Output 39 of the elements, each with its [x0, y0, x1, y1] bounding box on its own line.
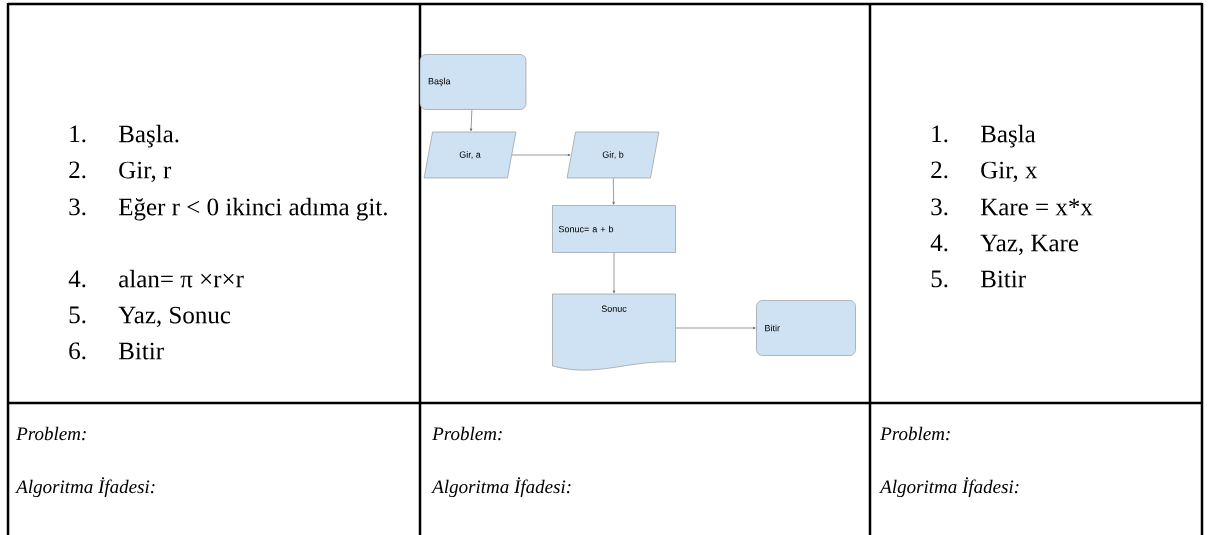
list-number: 1. — [70, 125, 86, 143]
list-number: 3. — [931, 198, 948, 216]
cell-label: Problem: — [16, 426, 86, 441]
list-item: Bitir — [118, 342, 164, 360]
list-number: 6. — [69, 342, 86, 360]
list-number: 2. — [931, 161, 948, 179]
input-parallelogram: Gir, a — [423, 131, 517, 179]
output-document: Sonuc — [552, 293, 676, 371]
cell-label: Algoritma İfadesi: — [431, 477, 571, 498]
cell-label: Problem: — [432, 426, 502, 441]
list-number: 5. — [69, 306, 86, 324]
cell-label: Problem: — [880, 426, 950, 441]
cell-label: Algoritma İfadesi: — [15, 477, 155, 498]
list-number: 2. — [69, 161, 86, 179]
list-item: Eğer r < 0 ikinci adıma git. — [118, 197, 387, 221]
list-number: 4. — [930, 234, 948, 252]
list-number: 1. — [932, 125, 948, 143]
list-item: Kare = x*x — [980, 198, 1093, 216]
arrow — [612, 252, 616, 294]
list-item: Başla — [980, 124, 1036, 148]
list-number: 3. — [69, 198, 86, 216]
list-item: Bitir — [980, 270, 1026, 288]
list-item: Gir, x — [981, 161, 1038, 183]
arrow — [469, 109, 473, 132]
cell-label: Algoritma İfadesi: — [879, 477, 1019, 498]
process-box: Sonuc= a + b — [552, 205, 676, 253]
list-item: Yaz, Sonuc — [118, 306, 231, 328]
terminal-box: Bitir — [756, 300, 856, 356]
list-item: Başla. — [118, 124, 179, 148]
list-item: Yaz, Kare — [980, 234, 1079, 256]
terminal-box: Başla — [419, 54, 527, 110]
list-item: Gir, r — [119, 161, 172, 183]
arrow — [675, 326, 756, 330]
input-parallelogram: Gir, b — [566, 131, 660, 179]
list-item: alan= π ×r×r — [119, 269, 244, 288]
arrow — [612, 178, 615, 205]
list-number: 4. — [68, 270, 86, 288]
arrow — [511, 153, 571, 157]
list-number: 5. — [931, 270, 948, 288]
